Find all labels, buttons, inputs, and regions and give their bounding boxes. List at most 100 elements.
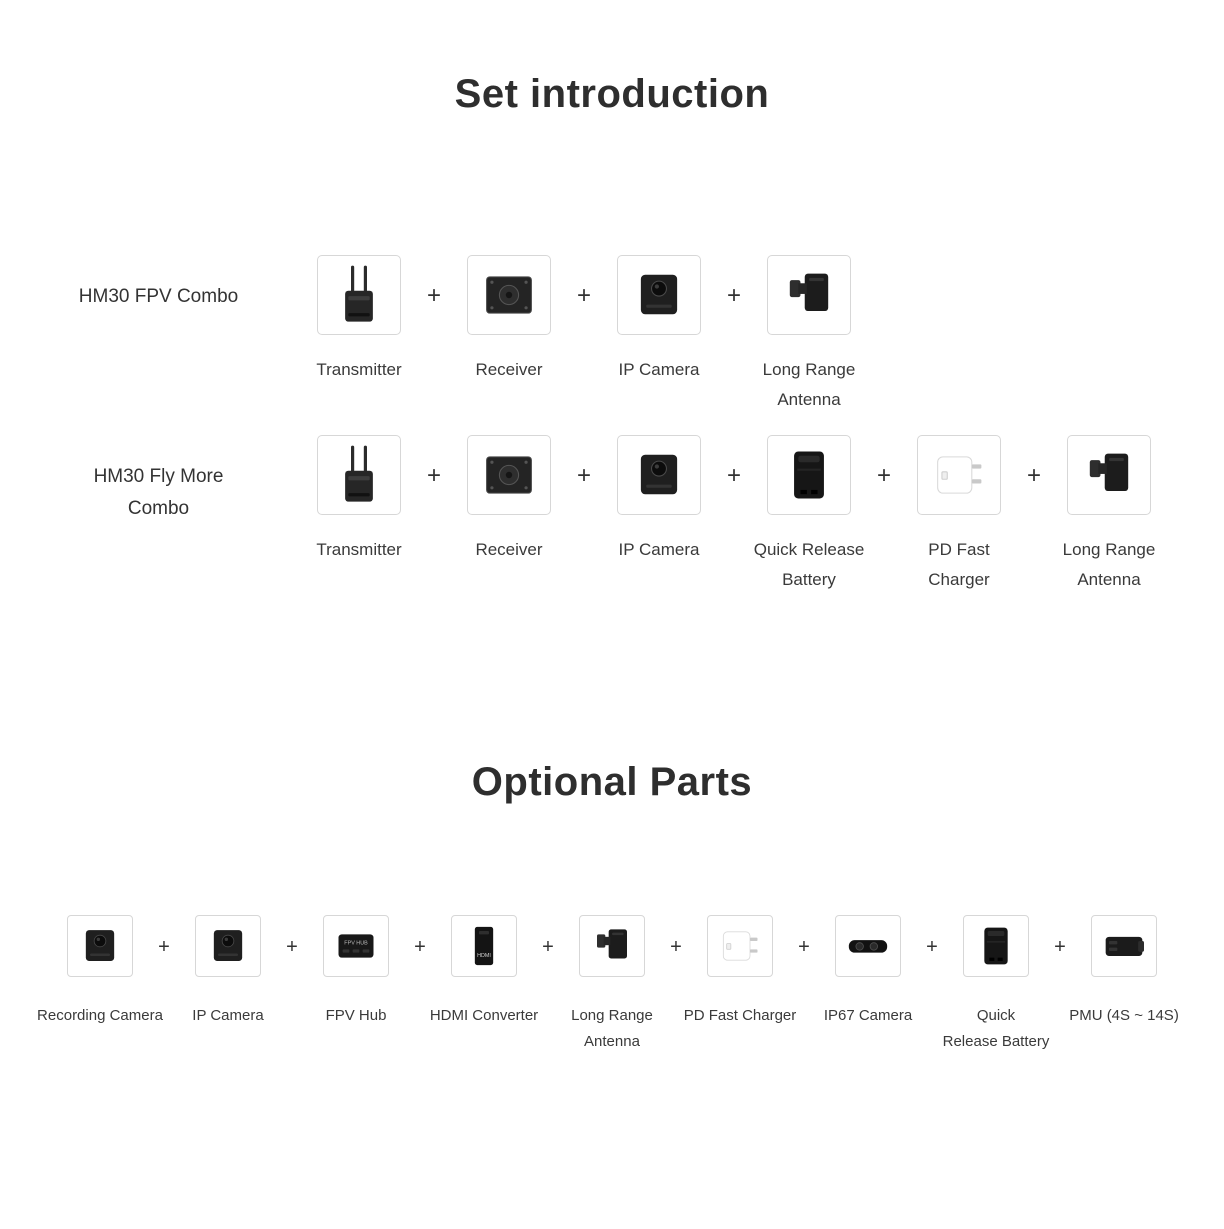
ip-camera-image bbox=[617, 435, 701, 515]
item-label-line: Quick Release bbox=[753, 540, 865, 559]
set-introduction-title: Set introduction bbox=[454, 72, 770, 116]
combo-items: Transmitter + Receiver + bbox=[316, 255, 855, 415]
item-label: PMU (4S ~ 14S) bbox=[1049, 1003, 1199, 1029]
item-label-line: Recording Camera bbox=[37, 1007, 163, 1024]
item-ip-camera: IP Camera bbox=[192, 915, 264, 1029]
item-label-line: IP Camera bbox=[618, 360, 700, 379]
item-hdmi-converter: HDMI Converter bbox=[430, 915, 538, 1029]
plus-sign: + bbox=[726, 282, 741, 309]
item-ip-camera: IP Camera bbox=[617, 255, 701, 385]
pmu-image bbox=[1091, 915, 1157, 977]
transmitter-icon bbox=[327, 443, 391, 507]
item-label: IP Camera bbox=[584, 355, 734, 385]
item-label: Long Range Antenna bbox=[537, 1003, 687, 1054]
long-range-antenna-icon bbox=[1077, 443, 1141, 507]
item-transmitter: Transmitter bbox=[316, 255, 402, 385]
plus-sign: + bbox=[286, 936, 298, 958]
item-label: Long Range Antenna bbox=[1034, 535, 1184, 595]
item-pd-fast-charger: PD Fast Charger bbox=[684, 915, 796, 1029]
item-long-range-antenna: Long Range Antenna bbox=[1063, 435, 1155, 595]
plus-sign: + bbox=[876, 462, 891, 489]
plus-sign: + bbox=[926, 936, 938, 958]
item-label: Transmitter bbox=[284, 535, 434, 565]
ip-camera-icon bbox=[627, 263, 691, 327]
item-label-line: PMU (4S ~ 14S) bbox=[1069, 1007, 1179, 1024]
plus-sign: + bbox=[426, 282, 441, 309]
item-quick-release-battery: Quick Release Battery bbox=[943, 915, 1049, 1054]
ip-camera-icon bbox=[627, 443, 691, 507]
item-label-line: Charger bbox=[928, 569, 990, 589]
receiver-icon bbox=[477, 443, 541, 507]
plus-sign: + bbox=[726, 462, 741, 489]
item-long-range-antenna: Long Range Antenna bbox=[763, 255, 855, 415]
item-label: FPV Hub bbox=[281, 1003, 431, 1029]
item-receiver: Receiver bbox=[467, 435, 551, 565]
item-label: Long Range Antenna bbox=[734, 355, 884, 415]
item-label-line: Receiver bbox=[475, 540, 543, 559]
plus-sign: + bbox=[576, 282, 591, 309]
item-label-line: Release Battery bbox=[942, 1032, 1050, 1050]
item-pmu: PMU (4S ~ 14S) bbox=[1069, 915, 1179, 1029]
item-transmitter: Transmitter bbox=[316, 435, 402, 565]
item-label-line: Receiver bbox=[475, 360, 543, 379]
item-label: HDMI Converter bbox=[409, 1003, 559, 1029]
hdmi-converter-icon bbox=[459, 921, 509, 971]
item-label-line: Long Range bbox=[571, 1007, 653, 1024]
transmitter-icon bbox=[327, 263, 391, 327]
item-label-line: PD Fast bbox=[928, 540, 990, 559]
item-label-line: IP Camera bbox=[192, 1007, 264, 1024]
plus-sign: + bbox=[1026, 462, 1041, 489]
fpv-hub-image bbox=[323, 915, 389, 977]
item-label: IP67 Camera bbox=[793, 1003, 943, 1029]
item-long-range-antenna: Long Range Antenna bbox=[571, 915, 653, 1054]
pd-fast-charger-icon bbox=[927, 443, 991, 507]
plus-sign: + bbox=[1054, 936, 1066, 958]
quick-release-battery-icon bbox=[971, 921, 1021, 971]
quick-release-battery-image bbox=[767, 435, 851, 515]
recording-camera-image bbox=[67, 915, 133, 977]
item-label-line: Long Range bbox=[762, 360, 856, 379]
plus-sign: + bbox=[542, 936, 554, 958]
item-label-line: IP67 Camera bbox=[823, 1007, 913, 1024]
long-range-antenna-image bbox=[1067, 435, 1151, 515]
plus-sign: + bbox=[158, 936, 170, 958]
long-range-antenna-icon bbox=[777, 263, 841, 327]
item-label: IP Camera bbox=[584, 535, 734, 565]
combo-row-hm30-fly-more: HM30 Fly More Combo Transmitter + Recei bbox=[0, 435, 1155, 595]
item-quick-release-battery: Quick Release Battery bbox=[754, 435, 864, 595]
plus-sign: + bbox=[798, 936, 810, 958]
item-ip-camera: IP Camera bbox=[617, 435, 701, 565]
item-label: Receiver bbox=[434, 535, 584, 565]
pd-fast-charger-image bbox=[917, 435, 1001, 515]
item-label: Quick Release Battery bbox=[921, 1003, 1071, 1054]
receiver-image bbox=[467, 255, 551, 335]
quick-release-battery-icon bbox=[777, 443, 841, 507]
item-label: Receiver bbox=[434, 355, 584, 385]
combo-items: Transmitter + Receiver + bbox=[316, 435, 1155, 595]
item-label: Quick Release Battery bbox=[734, 535, 884, 595]
item-label-line: Long Range bbox=[1062, 540, 1156, 559]
combo-label-hm30-fpv: HM30 FPV Combo bbox=[0, 281, 317, 313]
item-label-line: Quick bbox=[976, 1007, 1016, 1024]
item-label: IP Camera bbox=[153, 1003, 303, 1029]
item-label-line: Antenna bbox=[584, 1032, 640, 1050]
item-ip67-camera: IP67 Camera bbox=[824, 915, 912, 1029]
item-label: PD Fast Charger bbox=[884, 535, 1034, 595]
long-range-antenna-image bbox=[579, 915, 645, 977]
item-label: Transmitter bbox=[284, 355, 434, 385]
item-label-line: Transmitter bbox=[316, 540, 402, 559]
transmitter-image bbox=[317, 435, 401, 515]
item-label-line: FPV Hub bbox=[325, 1007, 387, 1024]
recording-camera-icon bbox=[75, 921, 125, 971]
pmu-icon bbox=[1099, 921, 1149, 971]
pd-fast-charger-icon bbox=[715, 921, 765, 971]
long-range-antenna-icon bbox=[587, 921, 637, 971]
ip67-camera-icon bbox=[843, 921, 893, 971]
plus-sign: + bbox=[670, 936, 682, 958]
ip-camera-image bbox=[617, 255, 701, 335]
plus-sign: + bbox=[426, 462, 441, 489]
combo-row-hm30-fpv: HM30 FPV Combo Transmitter + Receiver bbox=[0, 255, 855, 415]
transmitter-image bbox=[317, 255, 401, 335]
pd-fast-charger-image bbox=[707, 915, 773, 977]
